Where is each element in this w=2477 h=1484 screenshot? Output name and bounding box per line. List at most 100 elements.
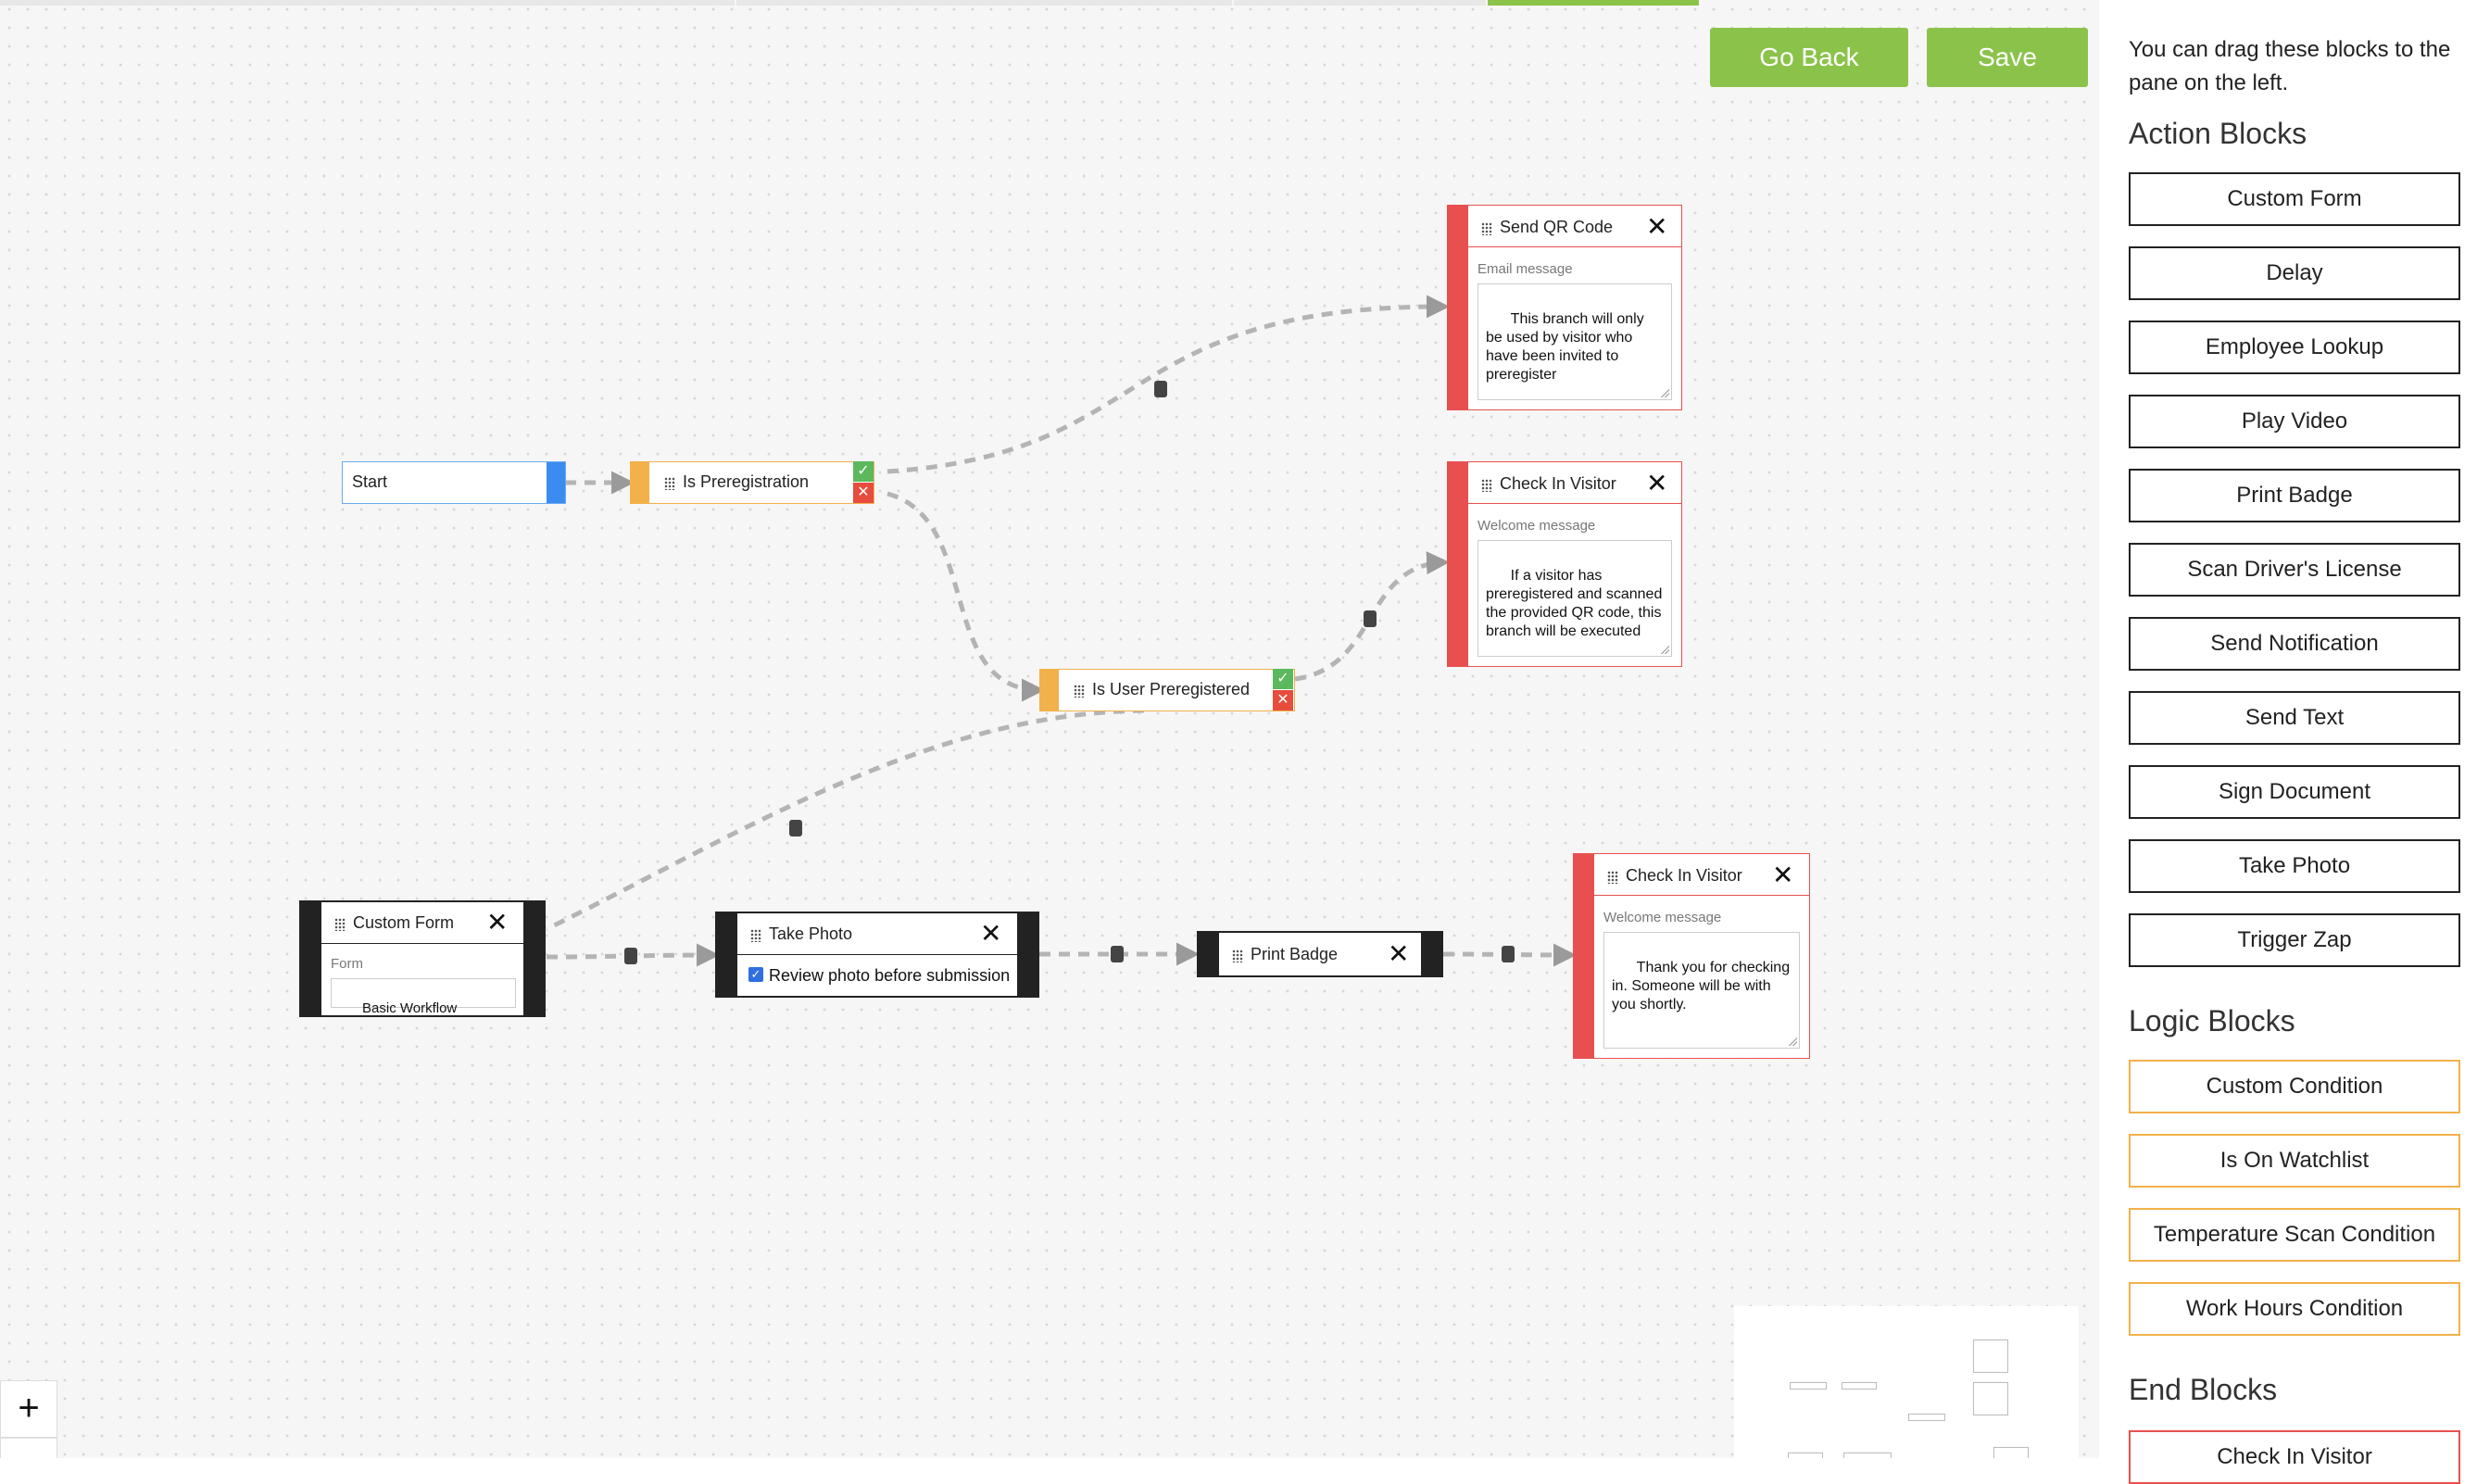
start-port[interactable]: [547, 462, 565, 503]
edge-preregistration-yes-to-send-qr: [886, 295, 1450, 474]
palette-block[interactable]: Send Text: [2129, 691, 2460, 745]
palette-block[interactable]: Check In Visitor: [2129, 1430, 2460, 1484]
close-icon[interactable]: ✕: [486, 908, 509, 937]
form-select[interactable]: Basic Workflow: [331, 978, 516, 1016]
palette-block[interactable]: Work Hours Condition: [2129, 1282, 2460, 1336]
palette-block[interactable]: Trigger Zap: [2129, 913, 2460, 967]
palette-block[interactable]: Temperature Scan Condition: [2129, 1208, 2460, 1262]
field-label: Form: [331, 956, 363, 972]
workflow-canvas[interactable]: Go Back Save Start Is Preregistration ✓ …: [0, 0, 2099, 1458]
check-in-visitor-node[interactable]: Check In Visitor ✕ Welcome message Thank…: [1573, 853, 1810, 1059]
divider: [737, 954, 1017, 955]
drag-handle-icon[interactable]: [1074, 684, 1085, 698]
email-message-field[interactable]: This branch will only be used by visitor…: [1477, 283, 1672, 400]
palette-block[interactable]: Custom Form: [2129, 172, 2460, 226]
field-label: Welcome message: [1477, 518, 1596, 534]
palette-block[interactable]: Take Photo: [2129, 839, 2460, 893]
no-branch-cross-icon[interactable]: ✕: [853, 483, 874, 503]
palette-block[interactable]: Employee Lookup: [2129, 321, 2460, 374]
close-icon[interactable]: ✕: [1388, 939, 1410, 968]
logic-blocks-heading: Logic Blocks: [2129, 1004, 2295, 1038]
drag-handle-icon[interactable]: [1481, 478, 1492, 492]
send-qr-code-node[interactable]: Send QR Code ✕ Email message This branch…: [1447, 205, 1682, 410]
palette-block[interactable]: Scan Driver's License: [2129, 543, 2460, 597]
no-branch-cross-icon[interactable]: ✕: [1273, 690, 1293, 711]
node-title: Is User Preregistered: [1092, 680, 1251, 698]
is-user-preregistered-node[interactable]: Is User Preregistered: [1039, 669, 1295, 711]
node-title: Check In Visitor: [1626, 866, 1742, 885]
drag-handle-icon[interactable]: [1232, 949, 1243, 962]
welcome-message-field[interactable]: Thank you for checking in. Someone will …: [1603, 932, 1800, 1049]
welcome-message-field[interactable]: If a visitor has preregistered and scann…: [1477, 540, 1672, 657]
palette-block[interactable]: Print Badge: [2129, 469, 2460, 522]
node-port: [1017, 913, 1037, 996]
palette-block[interactable]: Is On Watchlist: [2129, 1134, 2460, 1188]
node-port: [1040, 670, 1059, 711]
palette-block[interactable]: Custom Condition: [2129, 1060, 2460, 1113]
node-title: Custom Form: [353, 913, 455, 932]
print-badge-node[interactable]: Print Badge ✕: [1197, 931, 1443, 977]
palette-block[interactable]: Send Notification: [2129, 617, 2460, 671]
node-port: [1574, 854, 1594, 1058]
yes-branch-check-icon[interactable]: ✓: [1273, 669, 1293, 689]
check-in-visitor-node[interactable]: Check In Visitor ✕ Welcome message If a …: [1447, 461, 1682, 667]
block-palette-sidebar: You can drag these blocks to the pane on…: [2099, 0, 2477, 1484]
resize-handle-icon[interactable]: [1788, 1037, 1797, 1046]
resize-handle-icon[interactable]: [1660, 645, 1669, 654]
minimap-node: [1973, 1339, 2008, 1373]
drag-handle-icon[interactable]: [750, 928, 761, 942]
field-label: Welcome message: [1603, 910, 1722, 925]
minimap[interactable]: [1734, 1306, 2079, 1458]
node-port: [717, 913, 737, 996]
go-back-button[interactable]: Go Back: [1710, 28, 1908, 87]
close-icon[interactable]: ✕: [1646, 212, 1668, 241]
field-value: This branch will only be used by visitor…: [1486, 311, 1649, 383]
node-port: [523, 902, 544, 1015]
drag-handle-icon[interactable]: [1481, 221, 1492, 235]
node-title: Check In Visitor: [1500, 474, 1616, 493]
palette-block[interactable]: Play Video: [2129, 395, 2460, 448]
edge-handle: [789, 820, 802, 836]
node-port: [1448, 206, 1468, 409]
edge-handle: [1364, 610, 1377, 627]
palette-block[interactable]: Delay: [2129, 246, 2460, 300]
take-photo-node[interactable]: Take Photo ✕ ✓ Review photo before submi…: [715, 912, 1039, 998]
divider: [1468, 246, 1681, 247]
save-button[interactable]: Save: [1927, 28, 2088, 87]
palette-block[interactable]: Sign Document: [2129, 765, 2460, 819]
zoom-in-button[interactable]: +: [0, 1380, 57, 1438]
drag-handle-icon[interactable]: [664, 476, 675, 490]
node-title: Is Preregistration: [683, 472, 810, 491]
end-blocks-heading: End Blocks: [2129, 1373, 2278, 1406]
edge-layer: [545, 295, 1577, 967]
close-icon[interactable]: ✕: [980, 919, 1002, 948]
edge-handle: [1111, 946, 1124, 962]
top-tab-strip: [0, 0, 2099, 6]
minimap-node: [1973, 1382, 2008, 1415]
zoom-out-button[interactable]: −: [0, 1438, 57, 1458]
resize-handle-icon[interactable]: [1660, 388, 1669, 397]
drag-handle-icon[interactable]: [1607, 870, 1618, 884]
edge-handle: [624, 948, 637, 964]
tab-underline: [0, 0, 735, 6]
palette-instructions: You can drag these blocks to the pane on…: [2129, 37, 2451, 95]
yes-branch-check-icon[interactable]: ✓: [853, 461, 874, 482]
minimap-node: [1790, 1382, 1827, 1390]
minimap-node: [1843, 1453, 1892, 1458]
is-preregistration-node[interactable]: Is Preregistration: [630, 461, 874, 504]
close-icon[interactable]: ✕: [1646, 469, 1668, 497]
active-tab-underline: [1488, 0, 1699, 6]
node-port: [1421, 933, 1441, 975]
node-title: Take Photo: [769, 924, 853, 943]
minimap-node: [1993, 1447, 2029, 1458]
node-port: [631, 462, 649, 503]
custom-form-node[interactable]: Custom Form ✕ Form Basic Workflow: [299, 900, 546, 1017]
edge-user-preregistered-no-to-custom-form: [545, 708, 1145, 932]
start-node[interactable]: Start: [342, 461, 566, 504]
drag-handle-icon[interactable]: [334, 917, 346, 931]
tab-underline: [1234, 0, 1486, 6]
node-port: [1199, 933, 1219, 975]
close-icon[interactable]: ✕: [1772, 861, 1794, 889]
review-photo-checkbox[interactable]: ✓: [748, 967, 763, 982]
divider: [1594, 895, 1809, 896]
